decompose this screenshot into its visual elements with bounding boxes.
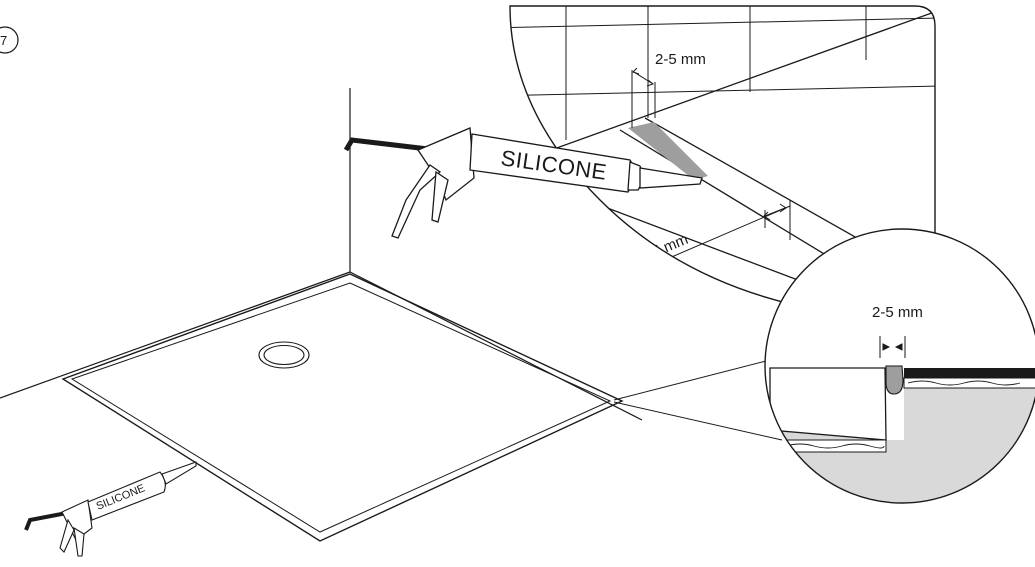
detail-dim-label: 2-5 mm: [872, 304, 923, 321]
dim-top-marks: [631, 67, 656, 128]
detail-leader-lines: [613, 359, 783, 441]
magnifier-frame: [509, 5, 936, 321]
detail-dim-marks: [879, 336, 906, 358]
detail-silicone-bead: [885, 365, 904, 395]
step-number: 7: [0, 33, 7, 48]
detail-section-view: 2-5 mm: [764, 228, 1035, 504]
dim-side-label: 2-5 mm: [637, 231, 691, 266]
wall-tiles: [510, 6, 935, 140]
silicone-gun-large: SILICONE: [343, 127, 703, 239]
step-badge: 7: [0, 26, 19, 54]
silicone-gun-small: SILICONE: [24, 461, 197, 557]
detail-frame: [764, 228, 1035, 504]
shower-tray: [61, 273, 624, 542]
drain-icon: [258, 341, 310, 369]
dim-side-marks: [659, 200, 791, 263]
dim-top-label: 2-5 mm: [655, 51, 706, 68]
silicone-bead: [628, 122, 708, 180]
